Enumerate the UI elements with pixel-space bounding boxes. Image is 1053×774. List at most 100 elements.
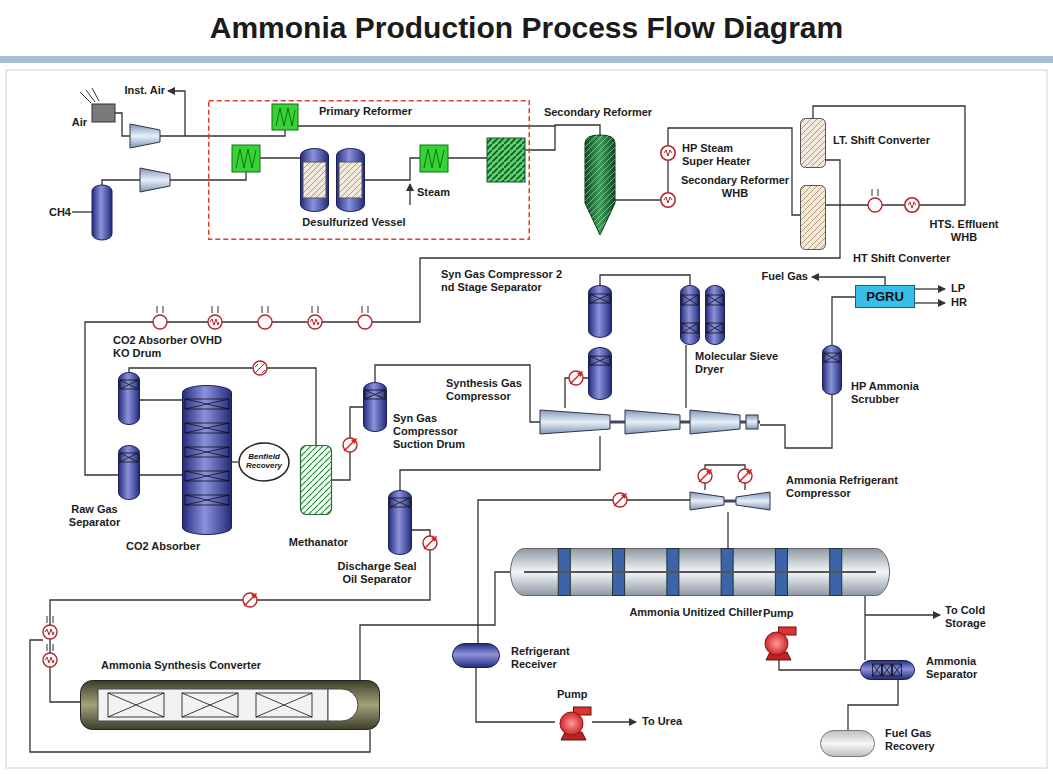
chiller: Ammonia Unitized Chiller	[510, 548, 890, 596]
absorber-column-shape	[183, 386, 232, 535]
absorber-column-shape	[185, 471, 229, 481]
equipment-label: Ammonia Refrigerant Compressor	[785, 474, 917, 500]
horizontal-vessel-shape	[453, 644, 500, 668]
pump-shape	[560, 707, 591, 740]
recovery-ellipse-shape	[239, 443, 289, 481]
vessel: Syn Gas Compressor Suction Drum	[363, 382, 387, 432]
converter-shape	[98, 689, 328, 721]
process-line	[727, 512, 728, 548]
shape-outline	[820, 730, 875, 757]
compressor-shape	[625, 410, 680, 434]
heat-exchanger: Secondary Reformer WHB	[660, 192, 676, 208]
process-pipe	[865, 614, 940, 615]
process-line	[50, 530, 430, 702]
equipment-label: HTS. Effluent WHB	[918, 218, 1010, 244]
shape-outline	[588, 285, 612, 400]
vessel: HP Ammonia Scrubber	[822, 345, 842, 395]
chiller-shape	[511, 549, 890, 596]
process-box: PGRU	[855, 285, 915, 308]
shape-outline	[822, 345, 842, 395]
absorber-column-shape	[185, 447, 229, 457]
equipment-label: HT Shift Converter	[852, 252, 969, 265]
absorber-column-shape	[185, 471, 229, 481]
shape-outline	[300, 445, 332, 515]
shape-outline	[860, 660, 915, 680]
separator-stack-shape	[590, 356, 610, 365]
shape-outline	[118, 445, 140, 500]
horizontal-vessel: Ammonia Separator	[860, 660, 915, 680]
dryer-pair: Molecular Sieve Dryer	[680, 285, 725, 345]
exchanger-layer	[43, 644, 57, 667]
vessel: Raw Gas Separator	[118, 445, 140, 500]
process-pipe	[592, 721, 636, 722]
dryer-pair-shape	[706, 286, 725, 345]
process-pipe	[102, 180, 140, 185]
dryer-pair-shape	[707, 295, 723, 305]
compressor-shape	[736, 492, 770, 510]
process-line	[476, 668, 555, 722]
methanator-bed: Methanator	[300, 445, 332, 515]
stream-label: HR	[950, 296, 974, 309]
desulfurizer-pair-shape	[301, 149, 365, 212]
equipment-label: HP Ammonia Scrubber	[850, 380, 947, 406]
vessel-shape	[390, 498, 410, 507]
equipment-label: Ammonia Separator	[925, 655, 1017, 681]
exchanger-layer	[253, 361, 267, 375]
shape-outline	[800, 185, 826, 250]
process-line	[332, 407, 363, 480]
diagram-title: Ammonia Production Process Flow Diagram	[0, 8, 1053, 48]
exchanger-layer	[153, 306, 167, 329]
pump-shape	[765, 632, 788, 655]
process-pipe	[168, 91, 185, 136]
process-pipe	[30, 91, 945, 752]
vessel-shape	[119, 446, 140, 500]
vessel-shape	[119, 373, 140, 425]
equipment-label: Desulfurized Vessel	[292, 216, 416, 229]
separator-stack: Syn Gas Compressor 2 nd Stage Separator	[588, 285, 612, 400]
equipment-label: Pump	[556, 688, 598, 701]
dryer-pair-shape	[707, 295, 723, 305]
absorber-column-shape	[183, 386, 232, 535]
process-line	[832, 297, 855, 345]
heat-exchanger-shape	[664, 150, 672, 156]
equipment-label: Synthesis Gas Compressor	[445, 377, 527, 403]
exchanger-layer	[343, 438, 357, 452]
air-filter	[92, 104, 115, 122]
shape-outline	[800, 118, 826, 168]
heat-exchanger-shape	[661, 146, 675, 160]
pump: Pump	[760, 625, 797, 660]
heat-exchanger-shape	[905, 198, 919, 212]
process-pipe	[160, 130, 285, 136]
dryer-pair-shape	[682, 295, 698, 305]
equipment-label: Syn Gas Compressor Suction Drum	[392, 412, 474, 451]
recovery-ellipse-shape	[239, 443, 289, 481]
absorber-column-shape	[185, 447, 229, 457]
exchanger-layer	[358, 306, 372, 329]
converter-shape	[182, 693, 238, 717]
process-box-shape	[856, 286, 915, 308]
shape-outline	[388, 490, 412, 555]
shape-outline	[660, 145, 676, 161]
process-line	[668, 128, 800, 215]
shape-outline	[690, 490, 770, 512]
shift-converter-shape	[801, 186, 826, 250]
process-pipe	[115, 113, 130, 136]
gas-compressor	[140, 168, 170, 192]
dryer-pair-shape	[682, 295, 698, 305]
pump-shape	[560, 712, 583, 735]
vessel: Discharge Seal Oil Separator	[388, 490, 412, 555]
process-line	[779, 660, 860, 670]
shape-outline	[660, 192, 676, 208]
process-pipe	[260, 157, 300, 158]
horizontal-vessel-shape	[873, 664, 882, 676]
horizontal-vessel-shape	[883, 664, 892, 676]
process-line	[685, 345, 686, 408]
vessel-shape	[389, 491, 412, 555]
exchanger-layer	[258, 306, 272, 329]
process-pipe	[812, 277, 885, 285]
reformer-region-shape	[209, 101, 530, 240]
equipment-label: CO2 Absorber	[125, 540, 222, 553]
absorber-column-shape	[185, 495, 229, 505]
process-line	[813, 106, 965, 205]
vessel-shape	[120, 453, 138, 462]
